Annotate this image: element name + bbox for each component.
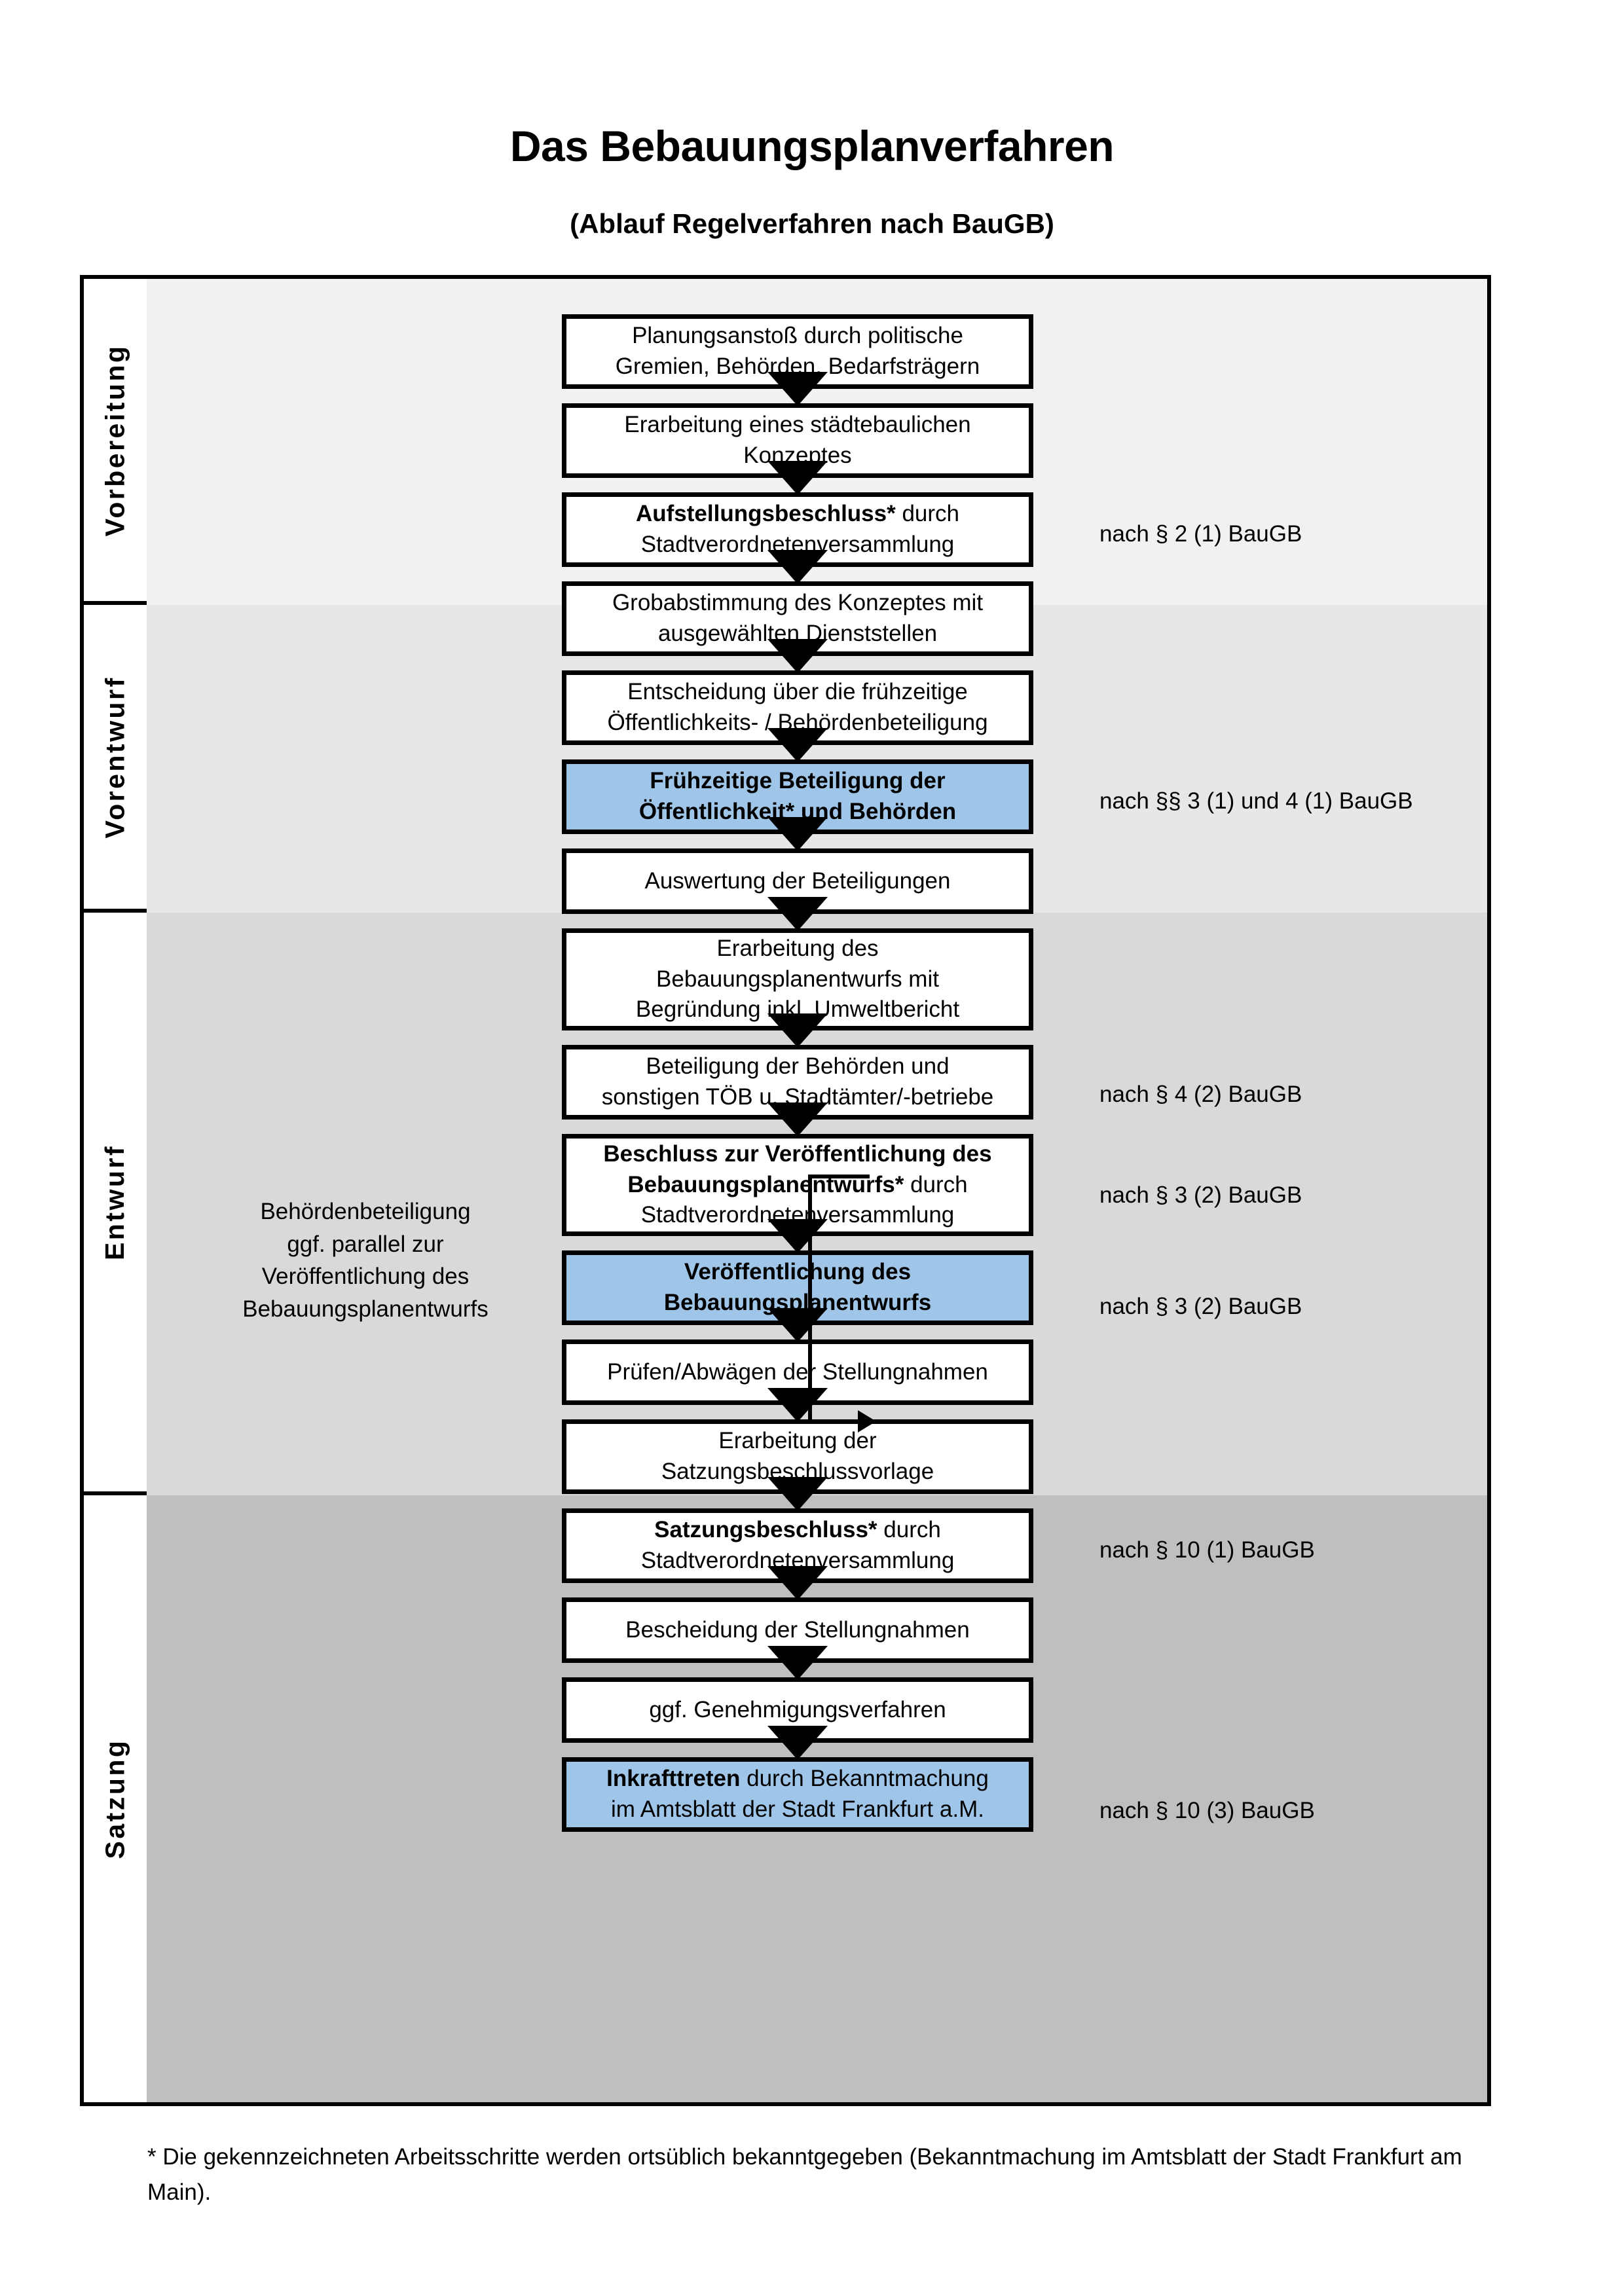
step-planungsanstoss[interactable]: Planungsanstoß durch politische Gremien,… [562,314,1033,389]
note-par4-2: nach § 4 (2) BauGB [1099,1082,1302,1107]
arrow-6 [767,817,828,851]
step-text: Erarbeitung des Bebauungsplanentwurfs mi… [636,934,959,1025]
step-text: ggf. Genehmigungsverfahren [649,1695,946,1726]
step-inkrafttreten[interactable]: Inkrafttreten durch Bekanntmachung im Am… [562,1757,1033,1832]
arrow-13 [767,1477,828,1511]
connector-segment-vertical [808,1175,812,1423]
step-line-1: Grobabstimmung des Konzeptes mit [612,590,984,616]
step-text: Erarbeitung eines städtebaulichen Konzep… [624,410,970,471]
step-line-1: Prüfen/Abwägen der Stellungnahmen [607,1358,988,1385]
note-par3-4-1: nach §§ 3 (1) und 4 (1) BauGB [1099,788,1413,814]
page-subtitle: (Ablauf Regelverfahren nach BauGB) [570,208,1054,239]
step-line-1: Erarbeitung der [718,1428,877,1454]
step-text: Inkrafttreten durch Bekanntmachung im Am… [606,1764,989,1825]
step-text: Planungsanstoß durch politische Gremien,… [616,321,980,382]
step-text: Prüfen/Abwägen der Stellungnahmen [607,1357,988,1388]
step-line-2: im Amtsblatt der Stadt Frankfurt a.M. [611,1796,984,1822]
arrow-8 [767,1013,828,1048]
step-line-1-bold: Inkrafttreten [606,1766,741,1792]
note-par10-3: nach § 10 (3) BauGB [1099,1798,1315,1823]
arrow-12 [767,1388,828,1422]
step-line-1-bold: Beschluss zur Veröffentlichung des [603,1141,992,1167]
connector-arrowhead [858,1410,876,1432]
note-par3-2a: nach § 3 (2) BauGB [1099,1182,1302,1208]
step-text: Auswertung der Beteiligungen [645,866,951,897]
note-par10-1: nach § 10 (1) BauGB [1099,1537,1315,1563]
connector-segment-top [808,1175,870,1178]
sidenote-line-4: Bebauungsplanentwurfs [242,1296,489,1322]
phase-label-entwurf: Entwurf [84,913,147,1495]
step-line-1-rest: durch [877,1517,941,1543]
connector-segment-bottom [808,1419,860,1423]
step-line-1: Planungsanstoß durch politische [632,323,963,349]
step-text: Beteiligung der Behörden und sonstigen T… [602,1051,994,1112]
step-line-1-rest: durch Bekanntmachung [740,1766,989,1792]
step-satzungsbeschluss[interactable]: Satzungsbeschluss* durch Stadtverordnete… [562,1508,1033,1583]
sidenote-line-3: Veröffentlichung des [261,1264,470,1290]
page-title: Das Bebauungsplanverfahren [509,122,1115,170]
step-line-1-bold: Frühzeitige Beteiligung der [650,768,946,794]
arrow-14 [767,1566,828,1600]
step-text: Aufstellungsbeschluss* durch Stadtverord… [636,499,959,560]
arrow-1 [767,372,828,406]
arrow-10 [767,1219,828,1253]
footnote: * Die gekennzeichneten Arbeitsschritte w… [147,2144,1462,2206]
step-line-1: Erarbeitung des [716,936,879,962]
step-text: Grobabstimmung des Konzeptes mit ausgewä… [612,588,983,649]
step-line-1-bold: Satzungsbeschluss* [654,1517,877,1543]
step-text: Entscheidung über die frühzeitige Öffent… [607,677,987,738]
arrow-2 [767,461,828,495]
sidenote-line-1: Behördenbeteiligung [260,1199,471,1224]
parallel-process-note: Behördenbeteiligung ggf. parallel zur Ve… [195,1195,536,1326]
step-text: Satzungsbeschluss* durch Stadtverordnete… [641,1515,955,1576]
step-line-1: Erarbeitung eines städtebaulichen [624,412,971,438]
arrow-3 [767,550,828,584]
bypass-connector [84,279,1487,2102]
step-text: Erarbeitung der Satzungsbeschlussvorlage [661,1426,934,1487]
arrow-11 [767,1308,828,1342]
step-line-1-bold: Aufstellungsbeschluss* [635,501,896,527]
step-text: Bescheidung der Stellungnahmen [625,1615,969,1646]
step-line-2: Bebauungsplanentwurfs mit [656,966,939,992]
note-par2-1: nach § 2 (1) BauGB [1099,521,1302,547]
phase-label-column: Vorbereitung Vorentwurf Entwurf Satzung [84,279,147,2102]
step-line-1-rest: durch [895,501,960,527]
sidenote-line-2: ggf. parallel zur [287,1231,444,1257]
arrow-4 [767,639,828,673]
phase-label-satzung: Satzung [84,1495,147,2102]
step-line-1: Bescheidung der Stellungnahmen [625,1616,970,1643]
arrow-5 [767,728,828,762]
arrow-15 [767,1646,828,1680]
step-line-1: Entscheidung über die frühzeitige [627,679,968,705]
phase-label-vorbereitung: Vorbereitung [84,279,147,605]
step-line-1-bold: Veröffentlichung des [684,1259,912,1285]
arrow-9 [767,1102,828,1137]
arrow-16 [767,1726,828,1760]
step-line-1: Auswertung der Beteiligungen [644,867,951,894]
phase-label-vorentwurf: Vorentwurf [84,605,147,913]
flowchart-frame: Vorbereitung Vorentwurf Entwurf Satzung … [80,275,1491,2106]
step-line-2-rest: durch [904,1171,968,1197]
arrow-7 [767,897,828,931]
step-line-1: ggf. Genehmigungsverfahren [649,1696,946,1722]
step-line-1: Beteiligung der Behörden und [646,1053,950,1080]
note-par3-2b: nach § 3 (2) BauGB [1099,1294,1302,1319]
